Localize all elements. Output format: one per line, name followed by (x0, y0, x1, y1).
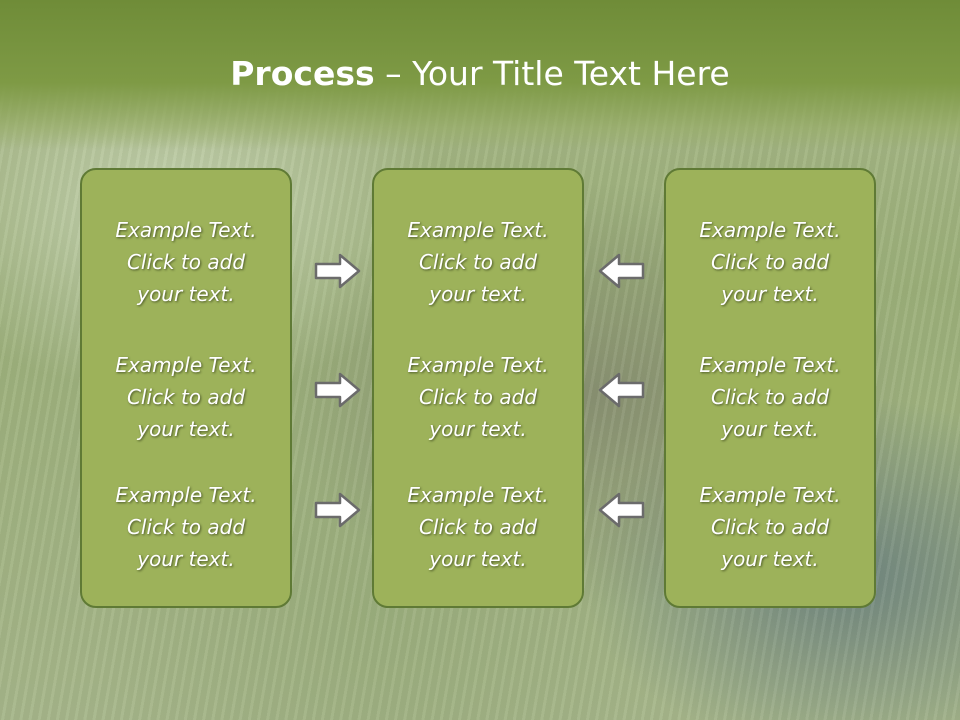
text-line: Click to add (710, 385, 830, 409)
left-arrow-icon (597, 370, 645, 410)
text-block[interactable]: Example Text. Click to add your text. (82, 214, 290, 310)
text-line: Example Text. (115, 483, 257, 507)
text-line: Click to add (418, 385, 538, 409)
text-line: Example Text. (699, 353, 841, 377)
text-line: your text. (137, 417, 235, 441)
right-arrow-icon (314, 490, 362, 530)
text-block[interactable]: Example Text. Click to add your text. (82, 479, 290, 575)
text-block[interactable]: Example Text. Click to add your text. (374, 479, 582, 575)
text-line: Example Text. (407, 353, 549, 377)
process-panel-right[interactable]: Example Text. Click to add your text. Ex… (664, 168, 876, 608)
process-panel-center[interactable]: Example Text. Click to add your text. Ex… (372, 168, 584, 608)
text-line: Example Text. (407, 483, 549, 507)
text-line: Example Text. (115, 218, 257, 242)
right-arrow-icon (314, 370, 362, 410)
text-block[interactable]: Example Text. Click to add your text. (666, 214, 874, 310)
text-line: your text. (721, 282, 819, 306)
text-line: your text. (137, 547, 235, 571)
left-arrow-icon (597, 490, 645, 530)
text-line: Example Text. (407, 218, 549, 242)
text-block[interactable]: Example Text. Click to add your text. (82, 349, 290, 445)
text-line: Click to add (710, 515, 830, 539)
title-bar (0, 0, 960, 150)
right-arrow-icon (314, 251, 362, 291)
text-line: Example Text. (699, 218, 841, 242)
left-arrow-icon (597, 251, 645, 291)
text-line: Example Text. (115, 353, 257, 377)
text-line: your text. (429, 417, 527, 441)
text-line: Click to add (126, 250, 246, 274)
text-line: Click to add (418, 515, 538, 539)
text-line: Click to add (710, 250, 830, 274)
text-line: Click to add (126, 515, 246, 539)
title-rest: – Your Title Text Here (374, 54, 730, 93)
text-line: your text. (721, 547, 819, 571)
text-block[interactable]: Example Text. Click to add your text. (374, 214, 582, 310)
text-block[interactable]: Example Text. Click to add your text. (666, 479, 874, 575)
process-panel-left[interactable]: Example Text. Click to add your text. Ex… (80, 168, 292, 608)
title-bold: Process (230, 54, 375, 93)
text-line: your text. (721, 417, 819, 441)
text-line: Click to add (418, 250, 538, 274)
text-block[interactable]: Example Text. Click to add your text. (374, 349, 582, 445)
text-line: your text. (429, 547, 527, 571)
text-line: your text. (137, 282, 235, 306)
text-line: Example Text. (699, 483, 841, 507)
text-line: your text. (429, 282, 527, 306)
text-line: Click to add (126, 385, 246, 409)
text-block[interactable]: Example Text. Click to add your text. (666, 349, 874, 445)
slide-title[interactable]: Process – Your Title Text Here (0, 52, 960, 96)
